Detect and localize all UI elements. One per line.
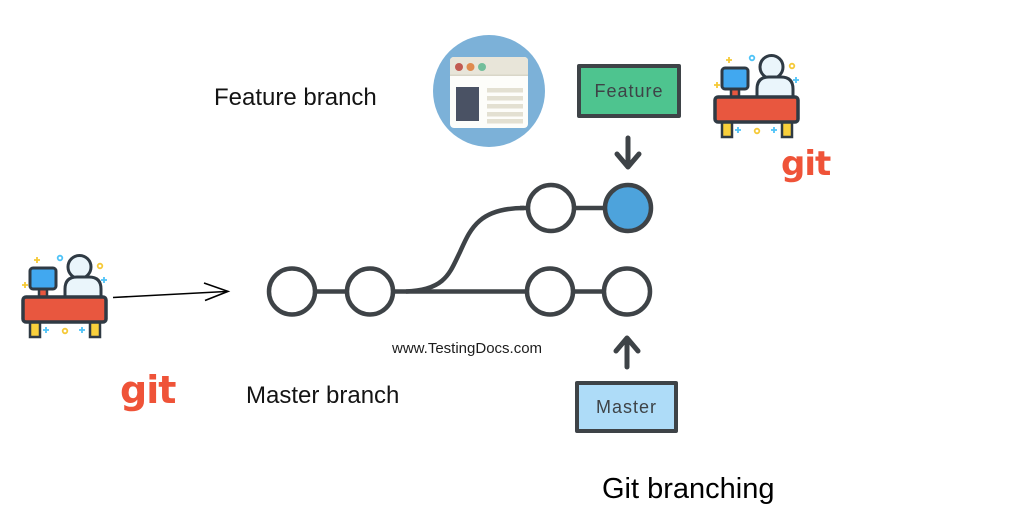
- master-box-label: Master: [595, 396, 657, 417]
- left-desk-arrow-shaft: [112, 290, 227, 299]
- person-head: [66, 254, 93, 280]
- feature-commits: [525, 182, 654, 234]
- master-box: Master: [575, 381, 678, 433]
- left-desk-arrow-head: [203, 282, 231, 302]
- page-title: Git branching: [602, 473, 775, 505]
- browser-dot-red: [455, 63, 463, 71]
- sparkles: [714, 54, 799, 135]
- person-body: [755, 75, 795, 101]
- feature-arrow-head: [614, 151, 642, 170]
- master-commits: [266, 266, 653, 317]
- monitor-icon: [28, 266, 58, 291]
- master-box-arrow: [613, 335, 641, 370]
- branch-lines: [292, 205, 628, 294]
- commit-node-master-1: [266, 266, 318, 317]
- feature-box-arrow: [614, 135, 642, 170]
- browser-content-block: [456, 87, 479, 121]
- desk-top: [713, 95, 800, 124]
- browser-dot-green: [478, 63, 486, 71]
- developer-desk-icon-left: [21, 254, 108, 339]
- browser-text-lines: [487, 88, 523, 124]
- browser-window-icon: [433, 35, 545, 147]
- branch-curve: [405, 205, 525, 294]
- browser-topbar: [450, 57, 528, 76]
- left-desk-arrow: [112, 282, 231, 302]
- sparkles: [22, 254, 107, 335]
- commit-node-feature-tip-highlighted: [602, 182, 654, 234]
- commit-node-master-4: [601, 266, 653, 317]
- commit-node-feature-1: [525, 182, 577, 234]
- master-branch-label: Master branch: [246, 382, 400, 409]
- developer-desk-icon-right: [713, 54, 800, 139]
- commit-node-master-3: [524, 266, 576, 317]
- feature-box-label: Feature: [594, 80, 664, 101]
- master-arrow-head: [613, 335, 641, 354]
- feature-box: Feature: [577, 64, 681, 118]
- feature-branch-label: Feature branch: [214, 84, 377, 111]
- git-logo-right: git: [781, 144, 831, 184]
- browser-topbar-divider: [450, 74, 528, 76]
- monitor-icon: [720, 66, 750, 91]
- desk-top: [21, 295, 108, 324]
- person-head: [758, 54, 785, 80]
- git-logo-left: git: [120, 368, 176, 412]
- person-body: [63, 275, 103, 301]
- commit-node-master-2: [344, 266, 396, 317]
- browser-dot-orange: [466, 63, 475, 71]
- watermark-text: www.TestingDocs.com: [392, 340, 543, 357]
